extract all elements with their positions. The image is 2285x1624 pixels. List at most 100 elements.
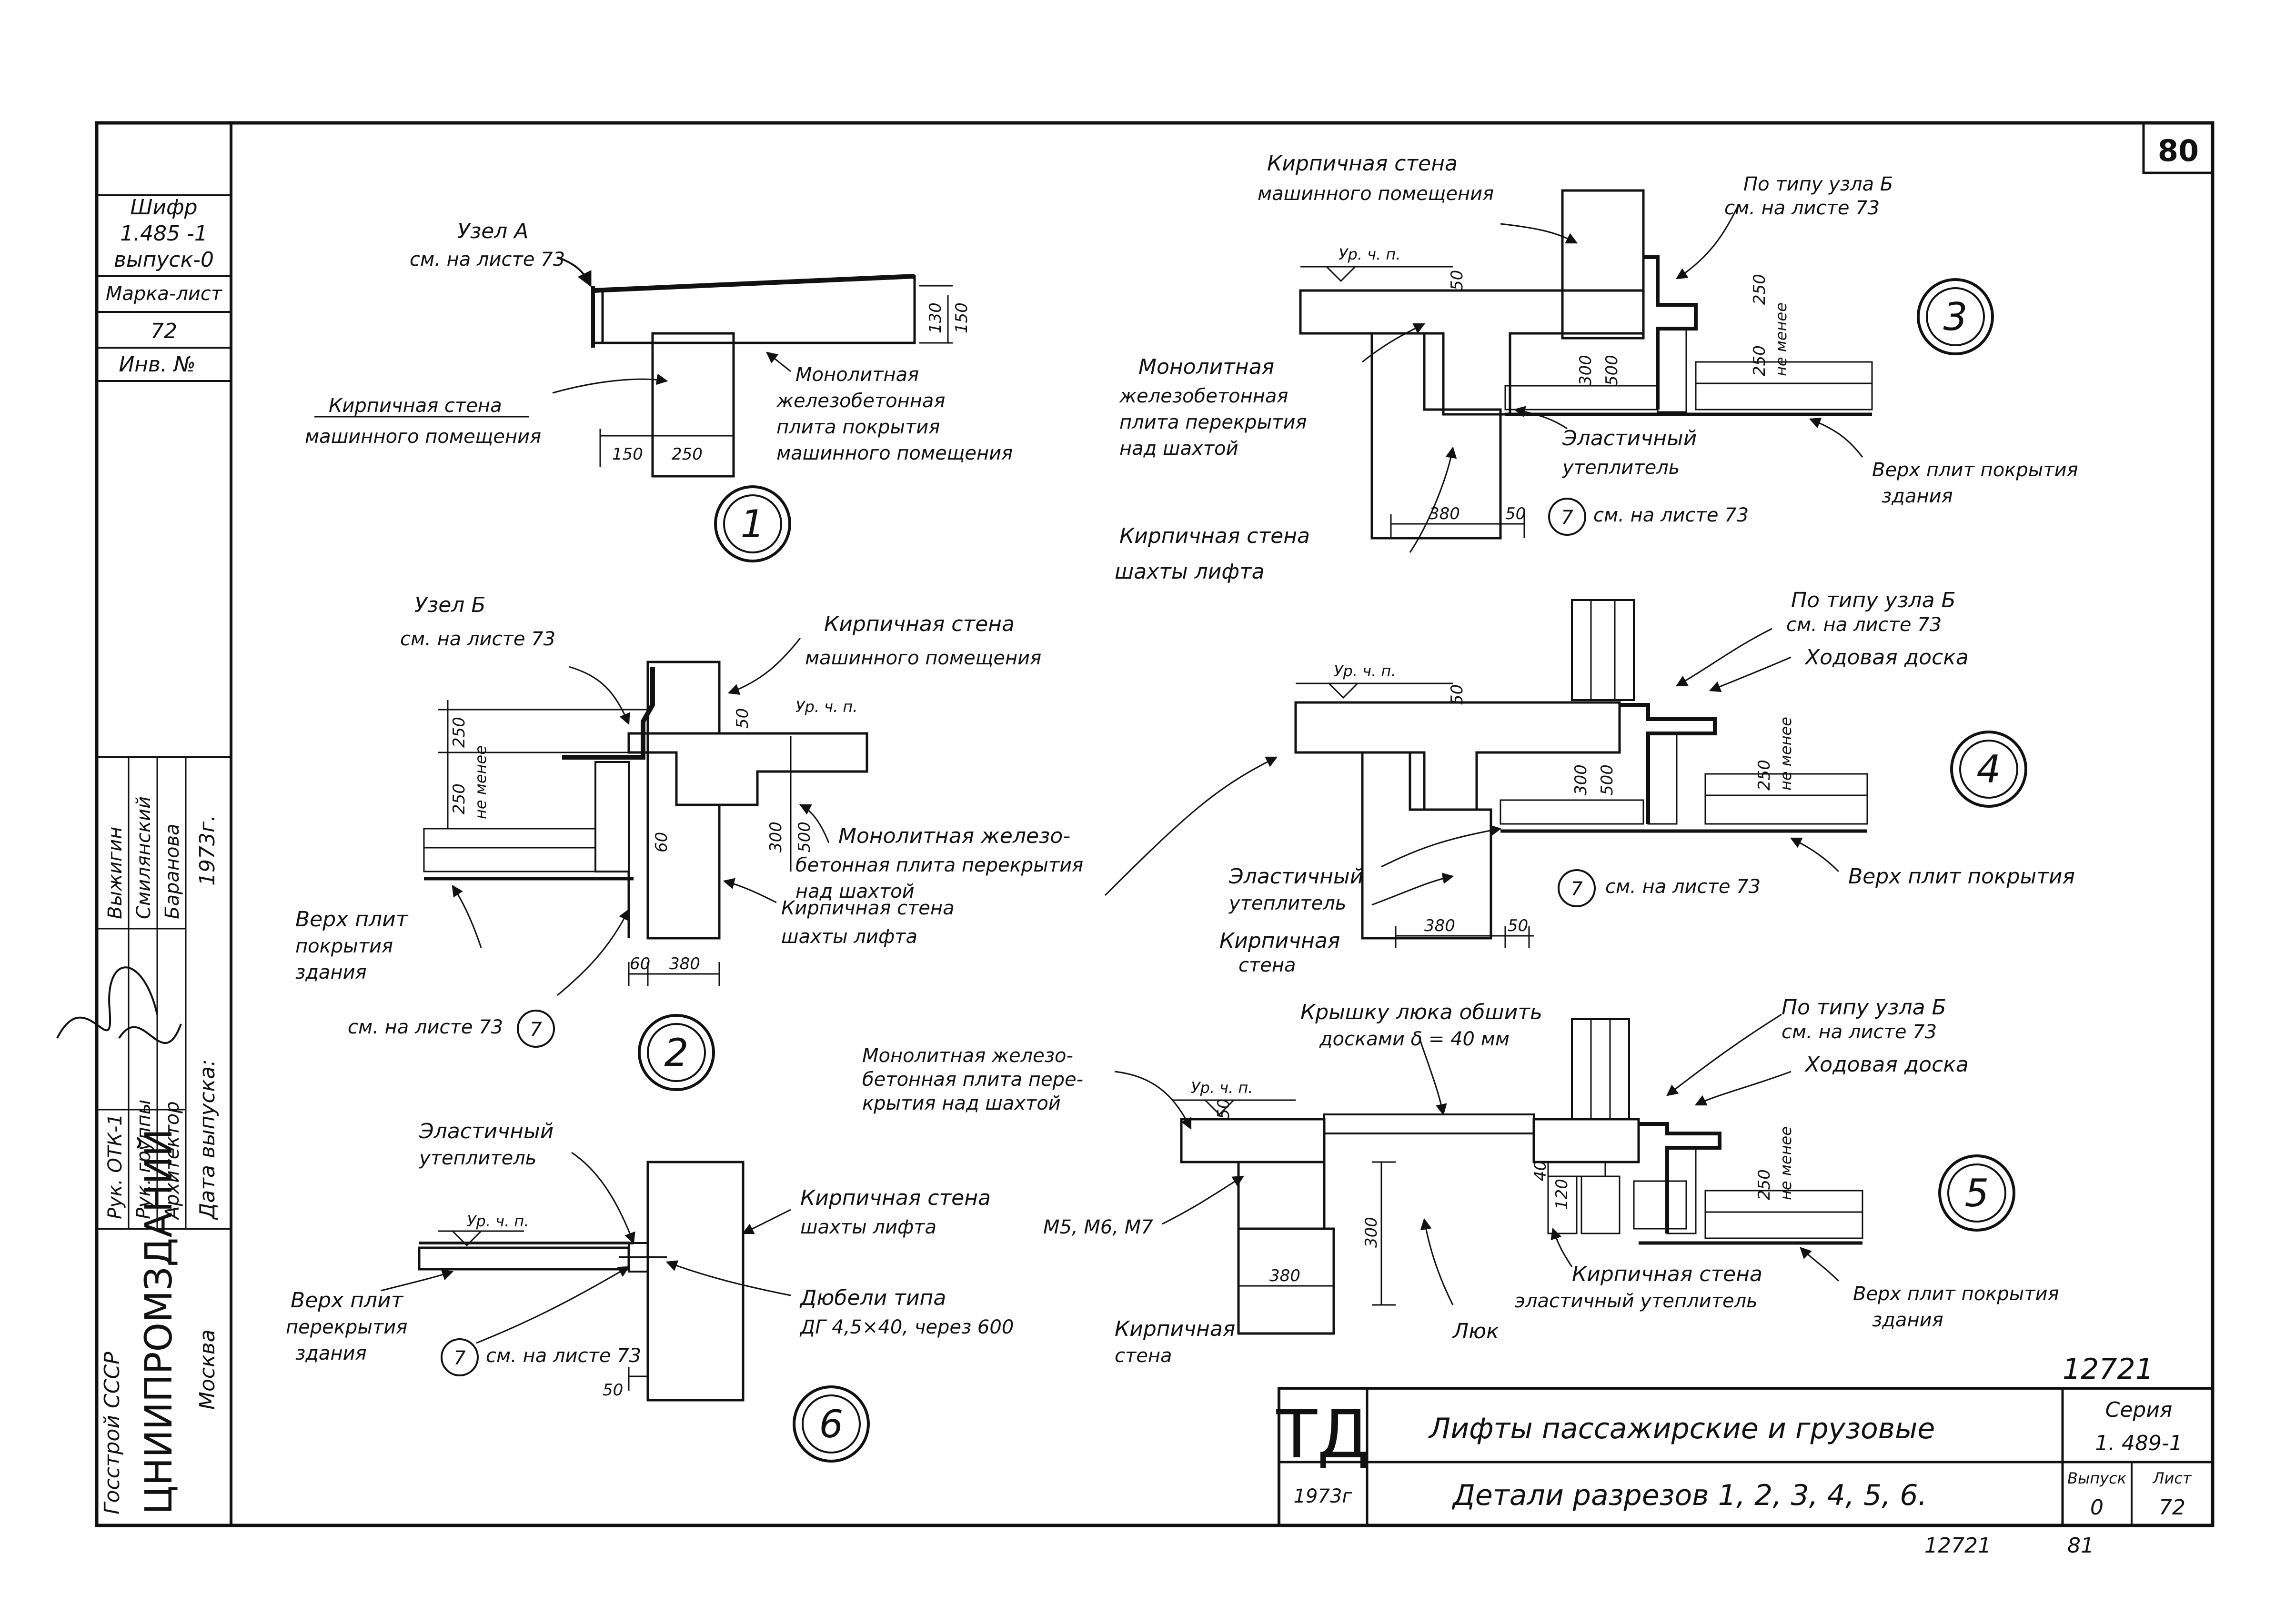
detail-2-slab-1: Монолитная железо- [838, 824, 1070, 848]
detail-5-brick-2: стена [1115, 1345, 1172, 1367]
detail-6-see-sheet: см. на листе 73 [486, 1345, 641, 1367]
detail-1-machine-room: машинного помещения [305, 426, 541, 448]
detail-5-brick-1: Кирпичная [1115, 1317, 1235, 1341]
detail-5-floor-level: Ур. ч. п. [1191, 1079, 1253, 1097]
side-release-label: Дата выпуска: [195, 1059, 220, 1220]
detail-5-marks: М5, М6, М7 [1043, 1216, 1153, 1238]
detail-5-slab-1: Монолитная железо- [862, 1045, 1073, 1067]
detail-4-dim-300: 300 [1571, 764, 1590, 795]
detail-6-ref: 7 [453, 1347, 466, 1369]
detail-2-ref: 7 [530, 1019, 542, 1041]
detail-2-dim-300: 300 [766, 822, 785, 852]
detail-2-dim-60b: 60 [652, 832, 671, 852]
detail-5-dim-40: 40 [1531, 1161, 1550, 1181]
sheet-number: 80 [2158, 133, 2199, 168]
detail-1-dim-150b: 150 [952, 302, 971, 333]
detail-4-drawing [1104, 599, 2027, 948]
detail-3-slab-1: Монолитная [1138, 355, 1274, 379]
detail-3-dim-50b: 50 [1505, 504, 1526, 523]
detail-5-see-sheet: см. на листе 73 [1782, 1021, 1937, 1043]
series-label: Серия [2105, 1398, 2173, 1422]
side-role-2: Рук. группы [133, 1100, 155, 1219]
detail-3-see-sheet-2: см. на листе 73 [1593, 504, 1749, 526]
side-org-name: ЦНИИПРОМЗДАНИЙ [137, 1129, 181, 1514]
detail-3-roof-2: здания [1882, 485, 1953, 507]
detail-2-number: 2 [664, 1031, 689, 1075]
detail-4-see-sheet-2: см. на листе 73 [1605, 876, 1761, 898]
detail-3-dim-50: 50 [1448, 270, 1467, 291]
detail-5-brick-wall: Кирпичная стена [1572, 1262, 1762, 1286]
detail-5-drawing [1114, 1013, 2015, 1335]
detail-5-dim-380: 380 [1269, 1266, 1300, 1285]
title-main: Лифты пассажирские и грузовые [1428, 1412, 1935, 1445]
sheet-label: Лист [2152, 1469, 2192, 1487]
side-release-year: 1973г. [195, 815, 220, 886]
detail-6-slab-2: перекрытия [286, 1316, 407, 1338]
detail-4-see-sheet: см. на листе 73 [1786, 614, 1942, 636]
detail-2-drawing [423, 638, 868, 1091]
series-value: 1. 489-1 [2095, 1431, 2183, 1455]
title-block [1278, 1387, 2214, 1527]
detail-5-hatch-cover-2: досками δ = 40 мм [1319, 1028, 1510, 1050]
detail-5-slab-3: крытия над шахтой [862, 1093, 1061, 1114]
detail-6-dowels-2: ДГ 4,5×40, через 600 [799, 1316, 1014, 1338]
detail-2-node-b: Узел Б [414, 593, 486, 617]
detail-1-dim-250: 250 [672, 445, 703, 464]
detail-3-insulation-1: Эластичный [1562, 426, 1697, 451]
detail-3-slab-3: плита перекрытия [1119, 411, 1307, 433]
detail-1-slab-4: машинного помещения [776, 442, 1013, 464]
detail-3-insulation-2: утеплитель [1562, 457, 1680, 479]
detail-4-insulation-1: Эластичный [1228, 864, 1363, 889]
detail-1-dim-130: 130 [926, 302, 945, 333]
detail-5-dim-250: 250 [1755, 1169, 1774, 1200]
detail-1-brick-wall: Кирпичная стена [329, 395, 502, 417]
side-issue: выпуск-0 [114, 248, 214, 272]
detail-2-dim-50: 50 [733, 708, 752, 729]
detail-1-drawing [314, 256, 953, 562]
detail-2-dim-380: 380 [669, 954, 700, 973]
detail-1-node-a: Узел А [457, 219, 529, 243]
detail-3-drawing [1299, 189, 1994, 553]
drawing-frame [95, 121, 2215, 1527]
sheet-value: 72 [2159, 1495, 2185, 1520]
detail-6-slab-3: здания [295, 1343, 367, 1364]
issue-value: 0 [2090, 1495, 2104, 1520]
footer-page-number: 81 [2067, 1534, 2094, 1558]
detail-3-node-type: По типу узла Б [1743, 173, 1893, 195]
detail-6-insulation-1: Эластичный [419, 1119, 554, 1143]
detail-2-dim-60: 60 [630, 954, 650, 973]
detail-5-roof-1: Верх плит покрытия [1853, 1283, 2059, 1305]
detail-5-slab-2: бетонная плита пере- [862, 1069, 1083, 1091]
detail-3-shaft-wall-1: Кирпичная стена [1119, 524, 1310, 548]
side-org-top: Госстрой СССР [100, 1352, 124, 1514]
detail-4-walkway: Ходовая доска [1804, 645, 1969, 670]
detail-6-drawing [381, 1152, 870, 1463]
detail-3-dim-250a: 250 [1750, 274, 1769, 305]
title-logo: ТД [1276, 1396, 1369, 1474]
detail-3-floor-level: Ур. ч. п. [1339, 245, 1401, 263]
detail-3-machine-room: машинного помещения [1258, 183, 1494, 205]
detail-1-dim-150: 150 [612, 445, 643, 464]
side-role-1: Рук. ОТК-1 [104, 1113, 126, 1219]
issue-label: Выпуск [2067, 1469, 2127, 1487]
detail-3-dim-250b: 250 [1750, 345, 1769, 376]
detail-6-shaft-wall-1: Кирпичная стена [800, 1186, 991, 1210]
detail-4-dim-500: 500 [1598, 764, 1617, 795]
detail-6-dowels-1: Дюбели типа [799, 1286, 946, 1310]
detail-3-slab-2: железобетонная [1119, 385, 1288, 407]
detail-3-shaft-wall-2: шахты лифта [1115, 560, 1265, 584]
inventory-number: 12721 [2063, 1353, 2154, 1386]
detail-4-dim-50: 50 [1448, 684, 1467, 705]
detail-2-slab-3: над шахтой [795, 881, 915, 902]
detail-2-shaft-wall-1: Кирпичная стена [781, 897, 955, 919]
detail-6-dim-50: 50 [603, 1381, 623, 1400]
side-code-label: Шифр [130, 195, 197, 220]
detail-3-see-sheet: см. на листе 73 [1724, 197, 1880, 219]
side-mark-sheet-value: 72 [151, 319, 177, 343]
detail-4-dim-380: 380 [1424, 916, 1455, 935]
side-name-1: Выжигин [104, 827, 126, 919]
detail-6-insulation-2: утеплитель [419, 1147, 536, 1169]
detail-2-dim-250a: 250 [450, 717, 469, 748]
detail-2-brick-wall: Кирпичная стена [824, 612, 1015, 636]
detail-3-brick-wall: Кирпичная стена [1267, 151, 1458, 176]
